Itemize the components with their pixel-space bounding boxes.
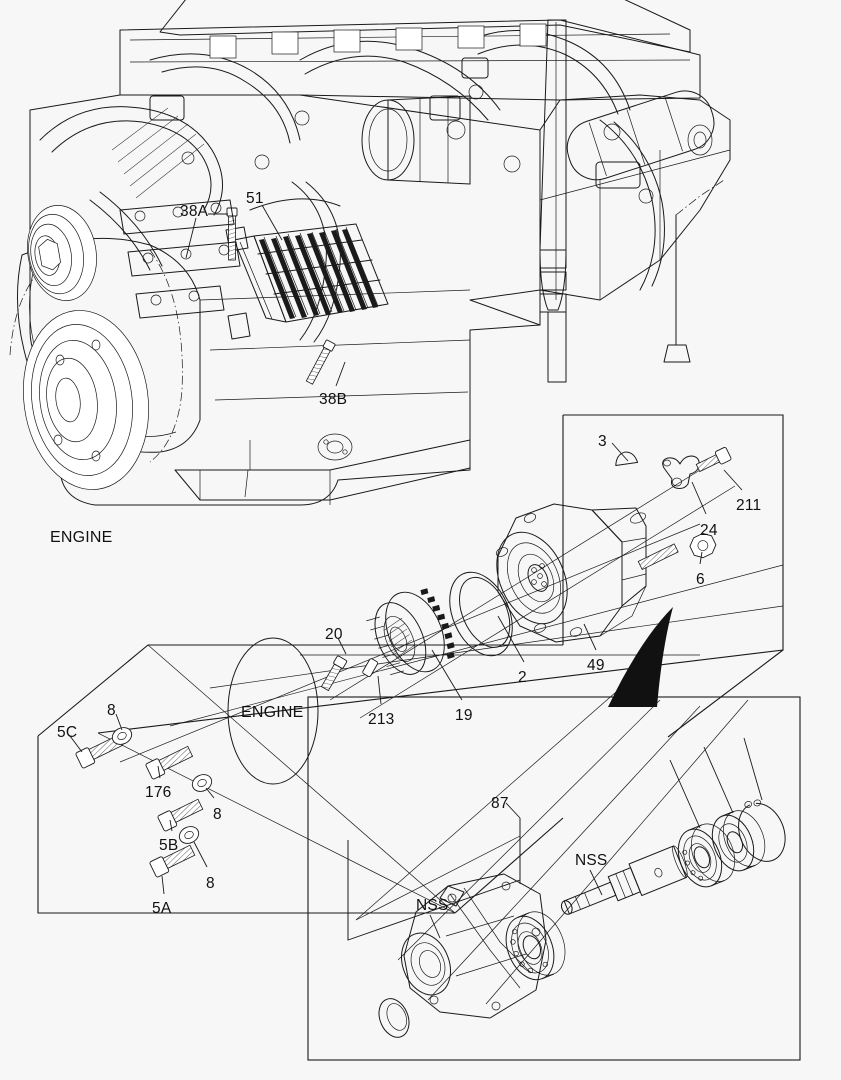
callout-5C: 5C xyxy=(57,724,78,741)
callout-5A: 5A xyxy=(152,900,172,917)
engine-overview-artwork xyxy=(9,0,731,506)
fastener-artwork xyxy=(75,727,213,878)
callout-nss-shaft: NSS xyxy=(575,852,608,869)
callout-5B: 5B xyxy=(159,837,179,854)
callout-213: 213 xyxy=(368,711,395,728)
leader-lines xyxy=(69,204,763,941)
callout-176: 176 xyxy=(145,784,172,801)
callout-211: 211 xyxy=(736,497,762,514)
callout-8-low: 8 xyxy=(206,875,215,892)
callout-49: 49 xyxy=(587,657,605,674)
callout-6: 6 xyxy=(696,571,705,588)
callout-nss-carrier: NSS xyxy=(416,897,449,914)
callout-8-mid: 8 xyxy=(213,806,222,823)
callout-38B: 38B xyxy=(319,391,348,408)
shaft-panel-frame xyxy=(307,696,801,1061)
callout-24: 24 xyxy=(700,522,718,539)
callout-2: 2 xyxy=(518,669,527,686)
shaft-bearing-artwork xyxy=(355,691,786,1038)
callout-51: 51 xyxy=(246,190,264,207)
fastener-panel-frame xyxy=(37,736,455,914)
callout-38A: 38A xyxy=(180,203,209,220)
flow-arrow-lower xyxy=(608,607,673,707)
callout-3: 3 xyxy=(598,433,607,450)
callout-8-top: 8 xyxy=(107,702,116,719)
pump-panel-frame xyxy=(97,414,784,734)
callout-87: 87 xyxy=(491,795,509,812)
engine-balloon-2 xyxy=(227,637,319,785)
pump-exploded-artwork xyxy=(227,447,736,785)
engine-label-1: ENGINE xyxy=(50,529,113,546)
callout-19: 19 xyxy=(455,707,473,724)
callout-20: 20 xyxy=(325,626,343,643)
engine-label-2: ENGINE xyxy=(241,704,304,721)
